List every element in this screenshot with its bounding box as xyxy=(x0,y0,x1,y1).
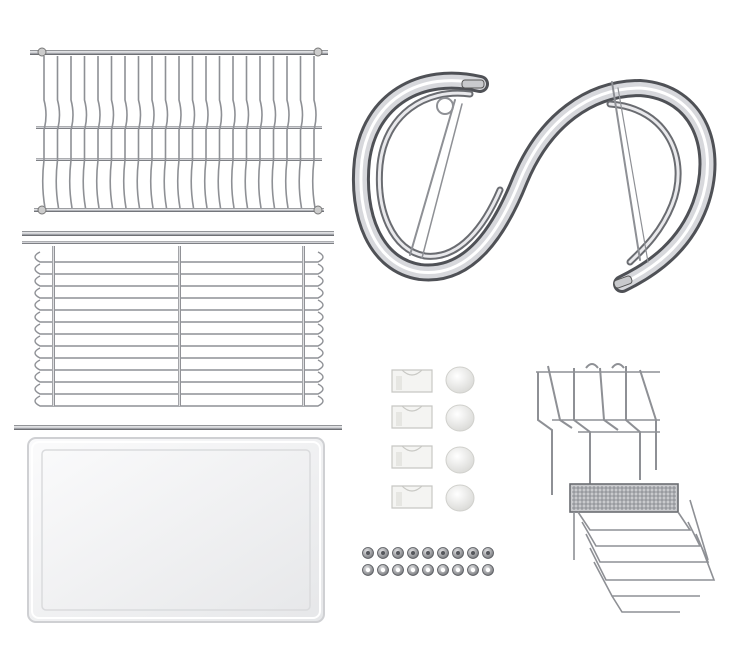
cutting-board-holder xyxy=(536,363,660,500)
screws-and-nuts xyxy=(362,547,494,576)
wall-clip xyxy=(391,405,433,429)
s-frame xyxy=(352,71,717,293)
wall-clips xyxy=(391,369,433,509)
bowl-rack xyxy=(22,231,334,407)
drip-tray xyxy=(14,425,342,623)
wall-clip xyxy=(391,445,433,469)
wall-clip xyxy=(391,369,433,393)
end-cap xyxy=(445,366,475,394)
wall-clip xyxy=(391,485,433,509)
end-caps xyxy=(445,366,475,512)
end-cap xyxy=(445,404,475,432)
end-cap xyxy=(445,484,475,512)
plate-rack xyxy=(30,47,328,215)
end-cap xyxy=(445,446,475,474)
utensil-basket xyxy=(569,483,716,613)
